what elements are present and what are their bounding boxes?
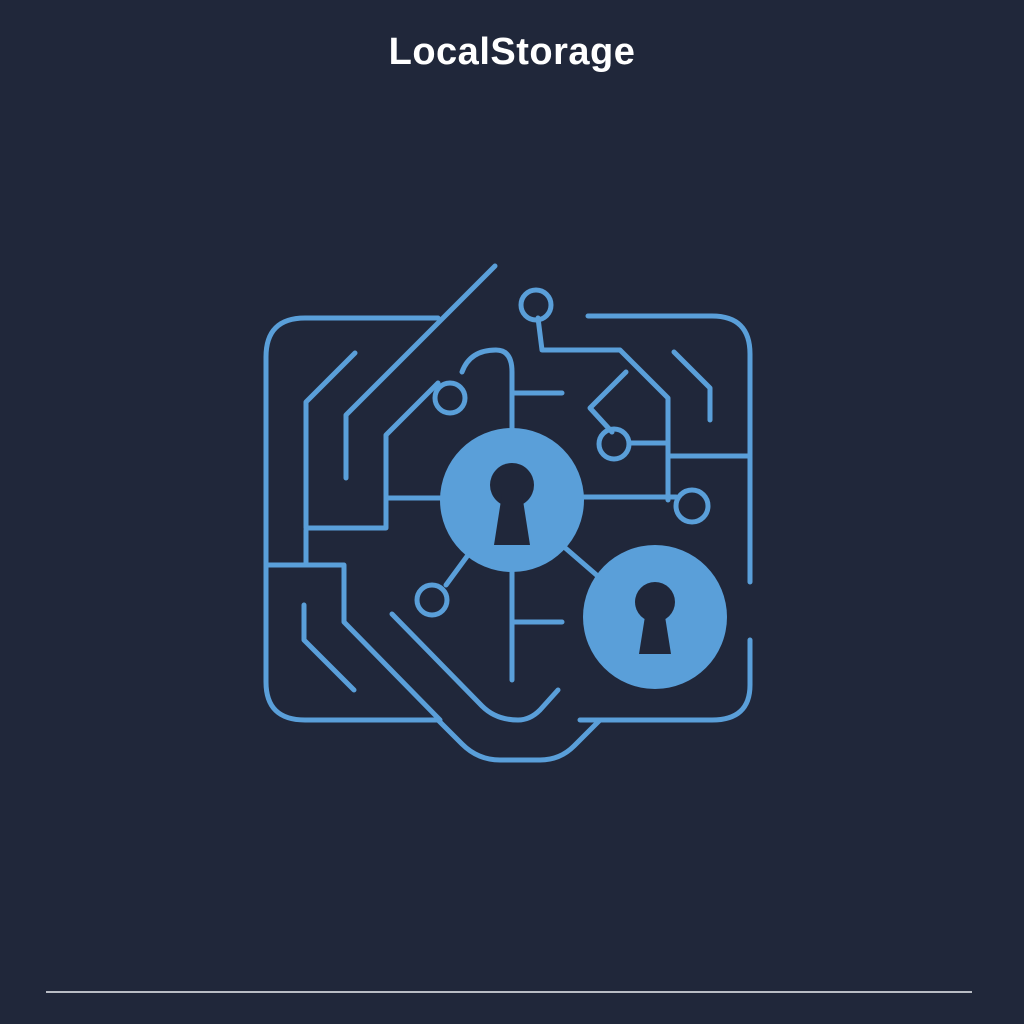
keyhole-top-main [490,463,534,507]
frame-right-lower [577,637,753,723]
trace-lock-link [560,543,603,581]
trace-lower-curve [389,611,561,723]
trace-left-1 [303,350,441,531]
node-right [673,487,711,525]
node-lower-left [414,582,450,618]
bottom-divider [46,991,972,993]
node-top [518,287,554,323]
frame-left [263,315,441,723]
trace-lower-left-node [443,552,471,588]
keyhole-stem-secondary [639,610,671,654]
trace-diagonal [343,263,498,481]
trace-left-4 [301,602,357,693]
node-left [432,380,468,416]
keyhole-lock-icon [583,545,727,689]
trace-right-corner [671,349,713,423]
trace-left-2 [263,562,443,723]
circuit-lock-icon [263,263,753,763]
keyhole-stem-main [494,494,530,545]
trace-arch [459,347,515,443]
frame-right [585,313,753,585]
page-title: LocalStorage [388,31,636,73]
trace-diamond [587,369,629,435]
trace-top-node [535,315,671,503]
frame-bottom-notch [435,717,603,763]
keyhole-top-secondary [635,582,675,622]
node-mid-right [596,426,632,462]
keyhole-lock-icon [440,428,584,572]
